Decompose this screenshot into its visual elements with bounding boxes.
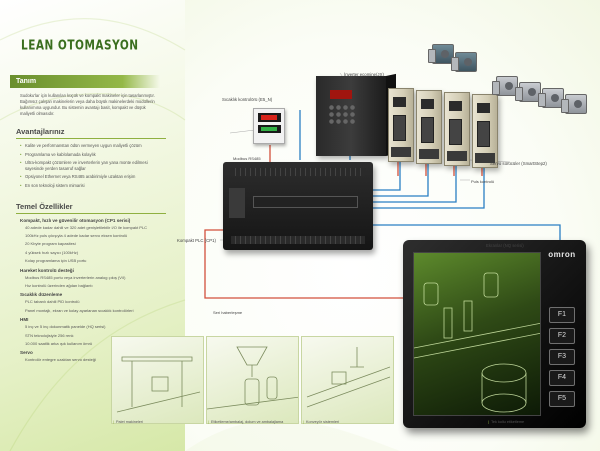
page-title: LEAN OTOMASYON (21, 38, 139, 53)
group-item: Panel montajlı, ekran ve kolay ayarlanan… (25, 307, 134, 313)
group-title: Servo (20, 350, 33, 356)
group-title: Sıcaklık düzenleme (20, 292, 63, 298)
inverter-keypad (328, 104, 356, 126)
inverter-device (316, 73, 396, 156)
thumb-caption: Palet makineleri (113, 420, 143, 424)
group-item: 5 inç ve 5 inç dokunmatik panelde (HQ se… (25, 324, 106, 330)
group-item: 4 yüksek hızlı sayıcı (100kHz) (25, 249, 79, 255)
hmi-screen (413, 252, 541, 416)
inverter-motor (428, 44, 454, 64)
cable-line (372, 160, 429, 197)
drive-panel (421, 99, 434, 109)
group-item: PLC tabanlı dahili PID kontrolü (25, 299, 80, 305)
terminal-row (231, 236, 365, 244)
thumb-caption: Tek kollu etiketleme (488, 420, 524, 424)
group-item: 100kHz puls çıkışıyla 4 adede kadar serv… (25, 232, 128, 238)
section-heading-avantajlar: Avantajlarınız (16, 125, 166, 139)
drive-terminal (475, 153, 495, 163)
application-image-filling (206, 336, 299, 424)
cable-line (372, 160, 401, 191)
group-item: Kontrolör entegre uzaktan servo desteği (25, 357, 96, 363)
drive-panel (449, 101, 462, 111)
list-item: En son teknoloji sistem mimarisi (20, 183, 166, 189)
cable-line (372, 160, 457, 203)
temperature-controller-device (253, 108, 285, 144)
temperature-display (258, 113, 281, 122)
servo-motor (561, 94, 587, 114)
cable-line (372, 224, 561, 240)
avantajlar-list: Kalite ve performanstan ödün vermeyen uy… (20, 143, 166, 189)
drive-terminal (391, 147, 411, 157)
list-item: Kalite ve performanstan ödün vermeyen uy… (20, 143, 166, 149)
drive-panel (393, 97, 406, 107)
group-item: Hız kontrolü üzerinden ağdan bağlantı (25, 283, 93, 288)
hmi-panel: omron F1 F2 F3 F4 F5 (403, 240, 586, 428)
group-item: 10.000 saatlik arka ışık kullanım ömrü (25, 341, 93, 347)
cable-line (372, 160, 485, 209)
group-title: Hareket kontrolü desteği (20, 267, 74, 273)
callout-leader (229, 129, 256, 134)
group-item: 40 adede kadar dahili ve 320 adet genişl… (25, 224, 148, 230)
list-item: Opsiyonel Ethernet veya RS485 arabirimiy… (20, 174, 166, 180)
group-item: STN teknolojisiyle 256 renk (25, 332, 74, 338)
inverter-motor (451, 52, 477, 72)
drive-panel (477, 103, 490, 113)
function-key-f1[interactable]: F1 (549, 307, 575, 323)
plc-led-strip (253, 196, 358, 208)
hmi-screen-graphic (414, 272, 540, 413)
cable-line (204, 229, 410, 299)
brand-logo: omron (548, 250, 576, 259)
callout-hmi: Ekranlar (NQ serisi) (486, 243, 524, 248)
plc-label-plate (229, 188, 245, 218)
tanim-paragraph: Sudoku'lar için kullanılan küçük ve komp… (20, 93, 155, 116)
group-item: Modbus RS485 portu veya inverterlerin an… (25, 274, 126, 280)
servo-drive-device (444, 92, 470, 166)
group-title: HMI (20, 317, 29, 323)
drive-terminal (419, 149, 439, 159)
servo-motor (515, 82, 541, 102)
servo-motor (492, 76, 518, 96)
function-key-f3[interactable]: F3 (549, 349, 575, 365)
thumb-caption: Etiketleme/ambalaj, dolum ve ambalajlama (208, 420, 283, 424)
callout-pulse-control: Puls kontrolü (471, 179, 495, 184)
application-image-pallet (111, 336, 204, 424)
callout-inverter: İnverter ecomine(JX) (344, 72, 384, 77)
compact-plc-device (223, 162, 373, 250)
list-item: Ultra-kompakt çözümlere ve inverterlerin… (20, 160, 166, 171)
servo-drive-device (416, 90, 442, 164)
left-column: Tanım Sudoku'lar için kullanılan küçük v… (10, 75, 166, 366)
section-heading-temel: Temel Özellikler (16, 200, 166, 214)
thumb-caption: Konveyör sistemleri (303, 420, 339, 424)
servo-drive-device (472, 94, 498, 168)
group-item: Kolay programlama için USB portu (25, 258, 87, 264)
section-heading-tanim: Tanım (10, 75, 160, 88)
callout-compact-plc: Kompakt PLC (CP1) (177, 238, 216, 243)
callout-servo-drives: Servo sürücüler (SmartStep2) (490, 161, 547, 166)
group-title: Kompakt, hızlı ve güvenilir otomasyon (C… (20, 217, 131, 223)
drive-connector (393, 115, 406, 141)
drive-connector (477, 121, 490, 147)
callout-temperature-controller: Sıcaklık kontrolörü (E5_N) (222, 97, 273, 102)
inverter-display (330, 90, 352, 99)
function-key-f5[interactable]: F5 (549, 391, 575, 407)
setpoint-display (258, 125, 281, 133)
servo-motor (538, 88, 564, 108)
servo-drive-device (388, 88, 414, 162)
list-item: Programlama ve kablolamada kolaylık (20, 152, 166, 158)
terminal-row (231, 168, 365, 176)
function-key-f2[interactable]: F2 (549, 328, 575, 344)
drive-terminal (447, 151, 467, 161)
callout-modbus: Modbus RS485 (233, 156, 261, 161)
function-key-f4[interactable]: F4 (549, 370, 575, 386)
application-image-conveyor (301, 336, 394, 424)
group-item: 20 Kbyte program kapasitesi (25, 241, 76, 247)
drive-connector (421, 117, 434, 143)
callout-serial-communication: Seri haberleşme (213, 310, 243, 315)
drive-connector (449, 119, 462, 145)
